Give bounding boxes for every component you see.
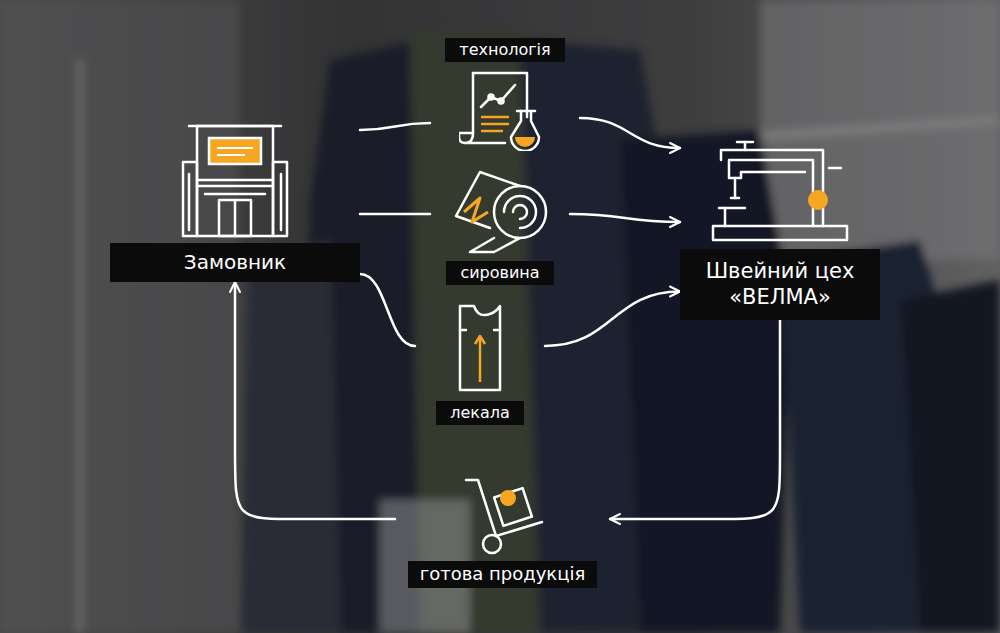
- fabric-roll-icon: [450, 168, 550, 256]
- flow-arrow: [580, 118, 680, 148]
- step-label: готова продукція: [408, 561, 598, 588]
- technology-icon: [481, 85, 515, 107]
- flow-arrow: [360, 213, 430, 216]
- technology-icon: [489, 95, 494, 100]
- technology-icon: [517, 110, 535, 113]
- flow-step: сировина: [430, 168, 570, 285]
- step-label: Швейний цех «ВЕЛМА»: [680, 249, 880, 320]
- building-icon: [217, 154, 245, 156]
- sewing-machine-icon: [724, 208, 727, 226]
- flow-step: Швейний цех «ВЕЛМА»: [680, 138, 880, 320]
- technology-icon: [459, 67, 551, 151]
- sewing-machine-icon: [731, 197, 739, 200]
- flow-arrow: [360, 123, 430, 130]
- flow-arrow: [360, 274, 415, 346]
- pattern-piece-icon: [460, 329, 466, 332]
- building-icon: [197, 179, 273, 182]
- pattern-piece-icon: [494, 329, 500, 332]
- technology-icon: [459, 133, 473, 143]
- flow-step: готова продукція: [395, 474, 610, 588]
- building-icon: [183, 126, 287, 236]
- pattern-piece-icon: [475, 336, 485, 344]
- fabric-roll-icon: [470, 238, 520, 252]
- flow-step: Замовник: [110, 118, 360, 282]
- building-icon: [188, 174, 191, 230]
- fabric-roll-icon: [456, 172, 520, 228]
- step-label: лекала: [436, 401, 524, 425]
- building-icon: [219, 200, 251, 236]
- flow-arrow: [610, 320, 780, 520]
- fabric-roll-icon: [494, 186, 546, 238]
- technology-icon: [481, 116, 509, 119]
- sewing-machine-icon: [721, 150, 823, 226]
- fabric-roll-icon: [504, 196, 536, 228]
- fabric-roll-icon: [464, 198, 488, 222]
- flow-step: лекала: [415, 300, 545, 425]
- pattern-piece-icon: [460, 306, 500, 390]
- hand-truck-icon: [466, 480, 542, 536]
- flow-step: технологія: [430, 38, 580, 151]
- building-icon: [234, 200, 237, 236]
- technology-icon: [459, 73, 539, 151]
- building-icon: [197, 126, 273, 236]
- fabric-roll-icon: [513, 205, 527, 219]
- building-icon: [175, 118, 295, 238]
- pattern-piece-icon: [460, 306, 500, 390]
- pattern-piece-icon: [450, 300, 510, 396]
- sewing-machine-icon: [719, 207, 745, 210]
- hand-truck-icon: [458, 474, 548, 556]
- building-icon: [273, 162, 287, 236]
- hand-truck-icon: [500, 490, 516, 506]
- building-icon: [217, 147, 253, 149]
- sewing-machine-icon: [713, 226, 847, 240]
- hand-truck-icon: [494, 488, 532, 526]
- sewing-machine-icon: [734, 178, 737, 198]
- sewing-machine-icon: [705, 138, 855, 244]
- flow-arrow: [545, 292, 680, 347]
- sewing-machine-icon: [729, 160, 813, 226]
- sewing-machine-icon: [829, 167, 841, 170]
- technology-icon: [511, 111, 539, 151]
- building-icon: [280, 174, 283, 230]
- hand-truck-icon: [483, 535, 501, 553]
- building-icon: [209, 138, 261, 164]
- flow-arrow: [570, 214, 680, 222]
- fabric-roll-icon: [456, 172, 546, 252]
- technology-icon: [499, 99, 504, 104]
- building-icon: [205, 193, 265, 196]
- hand-truck-icon: [466, 480, 542, 553]
- technology-icon: [481, 130, 503, 133]
- sewing-machine-icon: [713, 142, 847, 240]
- flow-arrow: [235, 282, 395, 519]
- building-icon: [183, 162, 197, 236]
- building-icon: [197, 185, 273, 188]
- pattern-piece-icon: [479, 338, 482, 382]
- sewing-machine-icon: [737, 141, 753, 144]
- step-label: сировина: [446, 261, 553, 285]
- sewing-machine-icon: [808, 190, 828, 210]
- technology-icon: [481, 123, 509, 126]
- step-label: технологія: [445, 38, 564, 62]
- technology-icon: [515, 137, 535, 147]
- step-label: Замовник: [110, 243, 360, 282]
